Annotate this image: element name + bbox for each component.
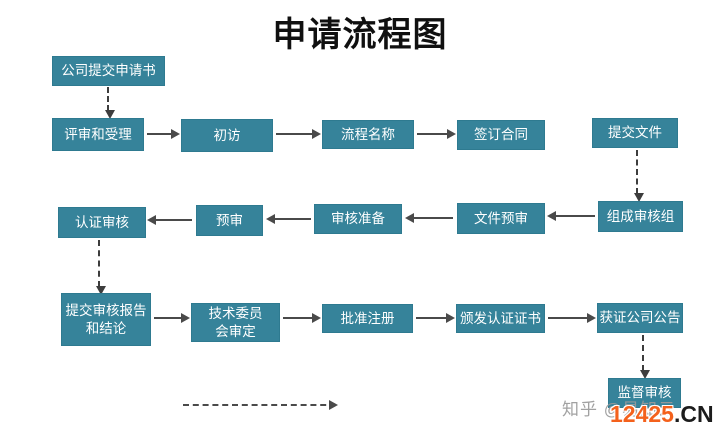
site-watermark-suffix: .CN	[673, 401, 714, 427]
arrow-left-prereview-to-preparation	[405, 213, 453, 223]
flow-node-approve-registration: 批准注册	[322, 304, 413, 333]
flow-node-certified-company-announcement: 获证公司公告	[597, 303, 683, 333]
arrow-dashed-right-bottom	[183, 400, 338, 410]
flow-node-process-name: 流程名称	[322, 120, 414, 149]
flow-node-technical-committee: 技术委员 会审定	[191, 303, 280, 342]
arrow-dashed-down-application-to-review	[105, 87, 115, 119]
flow-node-sign-contract: 签订合同	[457, 120, 545, 150]
flow-node-initial-visit: 初访	[181, 119, 273, 152]
page-title: 申请流程图	[272, 16, 448, 54]
flow-node-certification-audit: 认证审核	[58, 207, 146, 238]
flow-node-submit-documents: 提交文件	[592, 118, 678, 148]
flow-node-document-pre-review: 文件预审	[457, 203, 545, 234]
arrow-right-report-to-committee	[154, 313, 190, 323]
flow-node-issue-certificate: 颁发认证证书	[456, 304, 545, 333]
arrow-left-preparation-to-preaudit	[266, 214, 311, 224]
arrow-right-processname-to-contract	[417, 129, 456, 139]
arrow-right-approval-to-certificate	[416, 313, 455, 323]
flow-node-supervision-audit: 监督审核	[608, 378, 681, 408]
arrow-right-initialvisit-to-processname	[276, 129, 321, 139]
arrow-right-committee-to-approval	[283, 313, 321, 323]
zhihu-watermark: 知乎 @易知云	[562, 400, 676, 419]
flow-node-pre-audit: 预审	[196, 205, 263, 236]
flow-node-audit-preparation: 审核准备	[314, 204, 402, 234]
flow-node-company-submit-application: 公司提交申请书	[52, 56, 165, 86]
arrow-left-team-to-prereview	[547, 211, 595, 221]
site-watermark-number: 12425	[610, 401, 674, 427]
arrow-right-review-to-initialvisit	[147, 129, 180, 139]
flow-node-review-and-acceptance: 评审和受理	[52, 118, 144, 151]
flow-node-form-audit-team: 组成审核组	[598, 201, 683, 232]
arrow-left-preaudit-to-certaudit	[147, 215, 192, 225]
arrow-dashed-down-certaudit-to-report	[96, 240, 106, 295]
flow-node-submit-audit-report: 提交审核报告 和结论	[61, 293, 151, 346]
arrow-dashed-down-documents-to-team	[634, 150, 644, 202]
site-watermark: 12425.CN	[610, 401, 714, 428]
arrow-right-certificate-to-announcement	[548, 313, 596, 323]
arrow-dashed-down-announcement-to-supervision	[640, 335, 650, 379]
